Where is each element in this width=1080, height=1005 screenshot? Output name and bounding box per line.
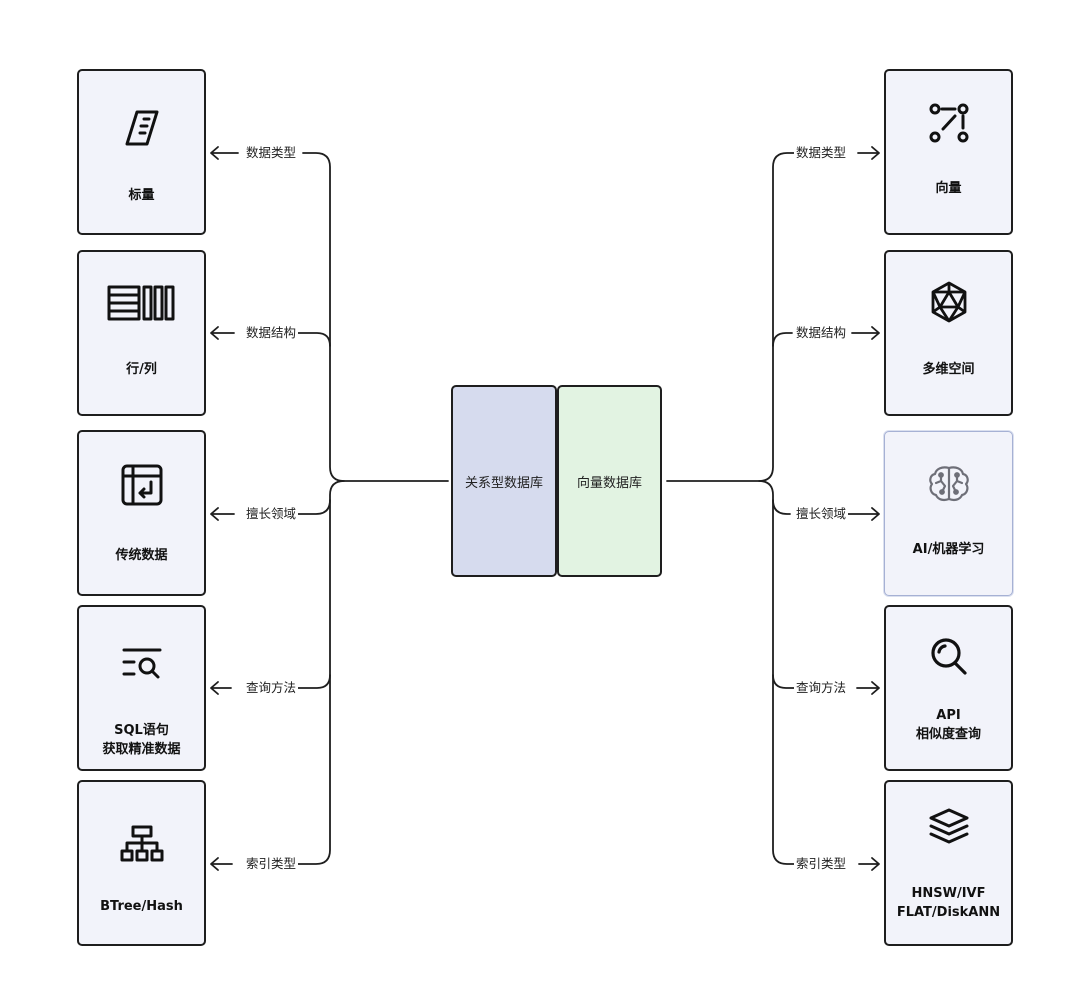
- card-label: 向量: [935, 181, 962, 196]
- card-label: 行/列: [126, 362, 157, 377]
- right-arrow-5: [858, 857, 880, 871]
- card-multidim-space: 多维空间: [884, 250, 1013, 416]
- edge-label-expertise-right: 擅长领域: [794, 506, 849, 522]
- card-index-algorithms: HNSW/IVF FLAT/DiskANN: [884, 780, 1013, 946]
- edge-label-index-type-left: 索引类型: [243, 856, 298, 872]
- left-branch-4: [294, 674, 331, 689]
- right-arrow-2: [851, 326, 880, 340]
- card-label: 标量: [128, 188, 155, 203]
- card-vector: 向量: [884, 69, 1013, 235]
- left-trunk-line: [302, 152, 449, 482]
- edge-label-data-structure-right: 数据结构: [794, 325, 849, 341]
- left-arrow-4: [210, 681, 232, 695]
- vector-points-icon: [922, 98, 976, 148]
- card-label: BTree/Hash: [100, 899, 183, 914]
- relational-db-box: 关系型数据库: [451, 385, 557, 577]
- layers-icon: [922, 802, 976, 852]
- edge-label-expertise-left: 擅长领域: [243, 506, 298, 522]
- card-btree-hash: BTree/Hash: [77, 780, 206, 946]
- scalar-ruler-icon: [115, 103, 169, 153]
- right-branch-3: [772, 499, 791, 515]
- card-label: 多维空间: [922, 362, 975, 377]
- right-branch-4: [772, 674, 799, 689]
- left-branch-3: [297, 499, 331, 515]
- list-search-icon: [115, 639, 169, 689]
- edge-label-query-method-left: 查询方法: [243, 680, 298, 696]
- edge-label-data-structure-left: 数据结构: [243, 325, 298, 341]
- card-label: AI/机器学习: [912, 542, 985, 557]
- card-scalar: 标量: [77, 69, 206, 235]
- card-api-similarity: API 相似度查询: [884, 605, 1013, 771]
- right-branch-2: [772, 332, 793, 347]
- card-rows-columns: 行/列: [77, 250, 206, 416]
- vector-db-box: 向量数据库: [557, 385, 662, 577]
- card-label-line1: SQL语句: [114, 723, 169, 738]
- card-label-line1: HNSW/IVF: [911, 886, 986, 901]
- edge-label-index-type-right: 索引类型: [794, 856, 849, 872]
- card-label-line1: API: [936, 708, 961, 723]
- tree-structure-icon: [115, 818, 169, 868]
- table-return-icon: [115, 460, 169, 510]
- card-ai-ml: AI/机器学习: [884, 431, 1013, 596]
- left-arrow-2: [210, 326, 235, 340]
- ai-brain-icon: [922, 459, 976, 509]
- edge-label-data-type-right: 数据类型: [794, 145, 849, 161]
- left-arrow-3: [210, 507, 235, 521]
- left-branch-2: [295, 332, 331, 347]
- card-traditional-data: 传统数据: [77, 430, 206, 596]
- right-trunk-lower: [758, 480, 800, 865]
- right-trunk-line: [666, 152, 798, 482]
- card-label-line2: 相似度查询: [915, 727, 981, 742]
- edge-label-query-method-right: 查询方法: [794, 680, 849, 696]
- card-label: 传统数据: [115, 548, 168, 563]
- search-icon: [922, 631, 976, 681]
- card-label-line2: FLAT/DiskANN: [896, 905, 1001, 920]
- relational-db-label: 关系型数据库: [464, 475, 543, 491]
- left-trunk-lower: [292, 480, 345, 865]
- left-arrow-5: [210, 857, 233, 871]
- vector-db-label: 向量数据库: [576, 475, 642, 491]
- edge-label-data-type-left: 数据类型: [243, 145, 298, 161]
- right-arrow-4: [856, 681, 880, 695]
- polyhedron-icon: [922, 277, 976, 327]
- right-arrow-3: [847, 507, 880, 521]
- left-arrow-1: [210, 146, 239, 160]
- right-arrow-1: [857, 146, 880, 160]
- card-label-line2: 获取精准数据: [102, 742, 181, 757]
- rows-columns-icon: [107, 278, 177, 328]
- card-sql-query: SQL语句 获取精准数据: [77, 605, 206, 771]
